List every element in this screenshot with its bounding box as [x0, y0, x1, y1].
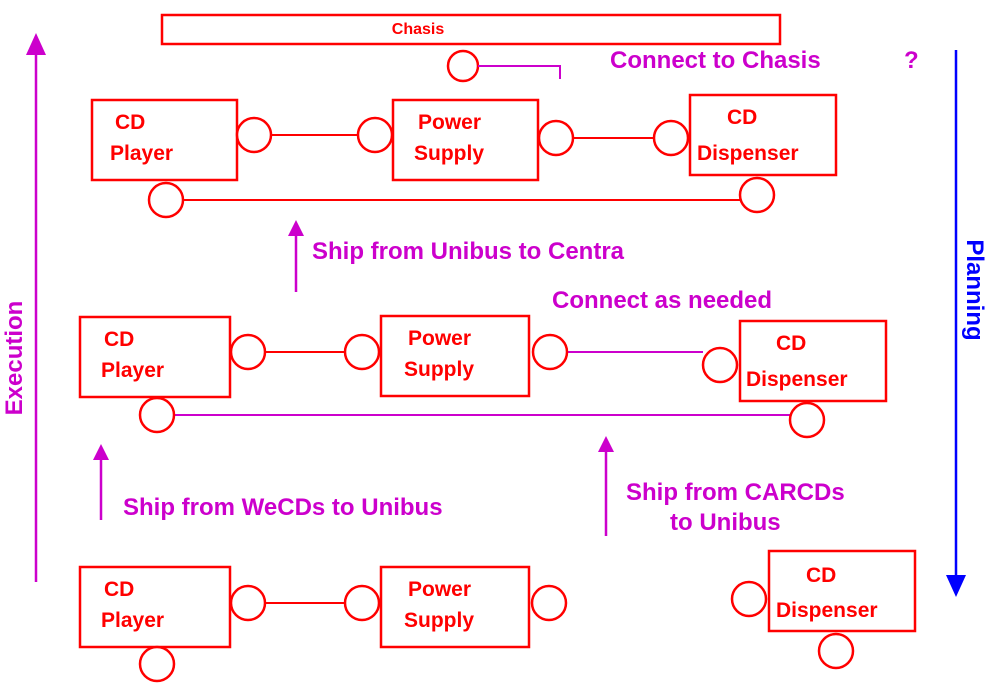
power-supply-port — [343, 584, 381, 622]
power-supply-box — [379, 565, 531, 649]
cd-player-label-line1: CD — [104, 328, 134, 351]
cd-player-box — [90, 98, 239, 182]
cd-dispenser-label-line1: CD — [727, 106, 757, 129]
ship-wecds-unibus-label: Ship from WeCDs to Unibus — [123, 494, 443, 521]
cd-dispenser-box — [688, 93, 838, 177]
cd-dispenser-label-line2: Dispenser — [776, 599, 878, 622]
power-supply-label-line2: Supply — [404, 358, 474, 381]
cd-player-box — [78, 315, 232, 399]
chasis-connection — [478, 65, 561, 79]
power-supply-label-line2: Supply — [414, 142, 484, 165]
chasis-box — [160, 13, 782, 46]
power-supply-box — [379, 314, 531, 398]
cd-player-label-line2: Player — [101, 359, 164, 382]
cd-player-label-line1: CD — [104, 578, 134, 601]
ship-wecds-unibus: Ship from WeCDs to Unibus — [93, 444, 443, 521]
ship-unibus-centra-label: Ship from Unibus to Centra — [312, 238, 625, 265]
assembly-row-3: CD Player Power Supply CD Dispenser — [78, 549, 917, 683]
ship-carcds-unibus-label-line2: to Unibus — [670, 509, 781, 536]
ship-arrowhead — [93, 444, 109, 460]
connect-to-chasis-label: Connect to Chasis — [610, 47, 821, 74]
cd-dispenser-box — [767, 549, 917, 633]
cd-dispenser-label-line1: CD — [776, 332, 806, 355]
cd-player-port — [147, 181, 185, 219]
execution-arrowhead — [26, 33, 46, 55]
assembly-row-2: CD Player Power Supply CD Dispenser — [78, 314, 888, 439]
cd-player-port — [229, 584, 267, 622]
planning-label: Planning — [961, 239, 988, 340]
power-supply-label-line1: Power — [418, 111, 481, 134]
cd-dispenser-box — [738, 319, 888, 403]
cd-player-label-line2: Player — [110, 142, 173, 165]
chasis-group: Chasis Connect to Chasis ? — [160, 13, 919, 83]
cd-dispenser-label-line2: Dispenser — [746, 368, 848, 391]
cd-player-port — [138, 645, 176, 683]
cd-dispenser-label-line1: CD — [806, 564, 836, 587]
power-supply-port — [356, 116, 394, 154]
power-supply-port — [531, 333, 569, 371]
power-supply-box — [391, 98, 540, 182]
ship-arrowhead — [598, 436, 614, 452]
execution-axis: Execution — [1, 33, 46, 582]
cd-dispenser-port — [701, 346, 739, 384]
cd-player-port — [229, 333, 267, 371]
cd-player-port — [235, 116, 273, 154]
power-supply-label-line1: Power — [408, 327, 471, 350]
chasis-port — [446, 49, 480, 83]
cd-dispenser-port — [817, 632, 855, 670]
ship-arrowhead — [288, 220, 304, 236]
cd-dispenser-label-line2: Dispenser — [697, 142, 799, 165]
execution-label: Execution — [1, 301, 28, 416]
connect-as-needed-label: Connect as needed — [552, 287, 772, 314]
power-supply-port — [530, 584, 568, 622]
power-supply-label-line1: Power — [408, 578, 471, 601]
cd-dispenser-port — [652, 119, 690, 157]
assembly-row-1: CD Player Power Supply CD Dispenser — [90, 93, 838, 219]
chasis-question: ? — [904, 47, 919, 74]
cd-dispenser-port — [738, 176, 776, 214]
planning-arrowhead — [946, 575, 966, 597]
cd-dispenser-port — [730, 580, 768, 618]
ship-carcds-unibus: Ship from CARCDs to Unibus — [598, 436, 845, 536]
ship-unibus-centra: Ship from Unibus to Centra — [288, 220, 625, 292]
cd-player-box — [78, 565, 232, 649]
chasis-label: Chasis — [392, 21, 445, 38]
cd-player-port — [138, 396, 176, 434]
power-supply-port — [537, 119, 575, 157]
cd-dispenser-port — [788, 401, 826, 439]
planning-axis: Planning — [946, 50, 988, 597]
power-supply-port — [343, 333, 381, 371]
power-supply-label-line2: Supply — [404, 609, 474, 632]
cd-player-label-line1: CD — [115, 111, 145, 134]
cd-player-label-line2: Player — [101, 609, 164, 632]
ship-carcds-unibus-label-line1: Ship from CARCDs — [626, 479, 845, 506]
